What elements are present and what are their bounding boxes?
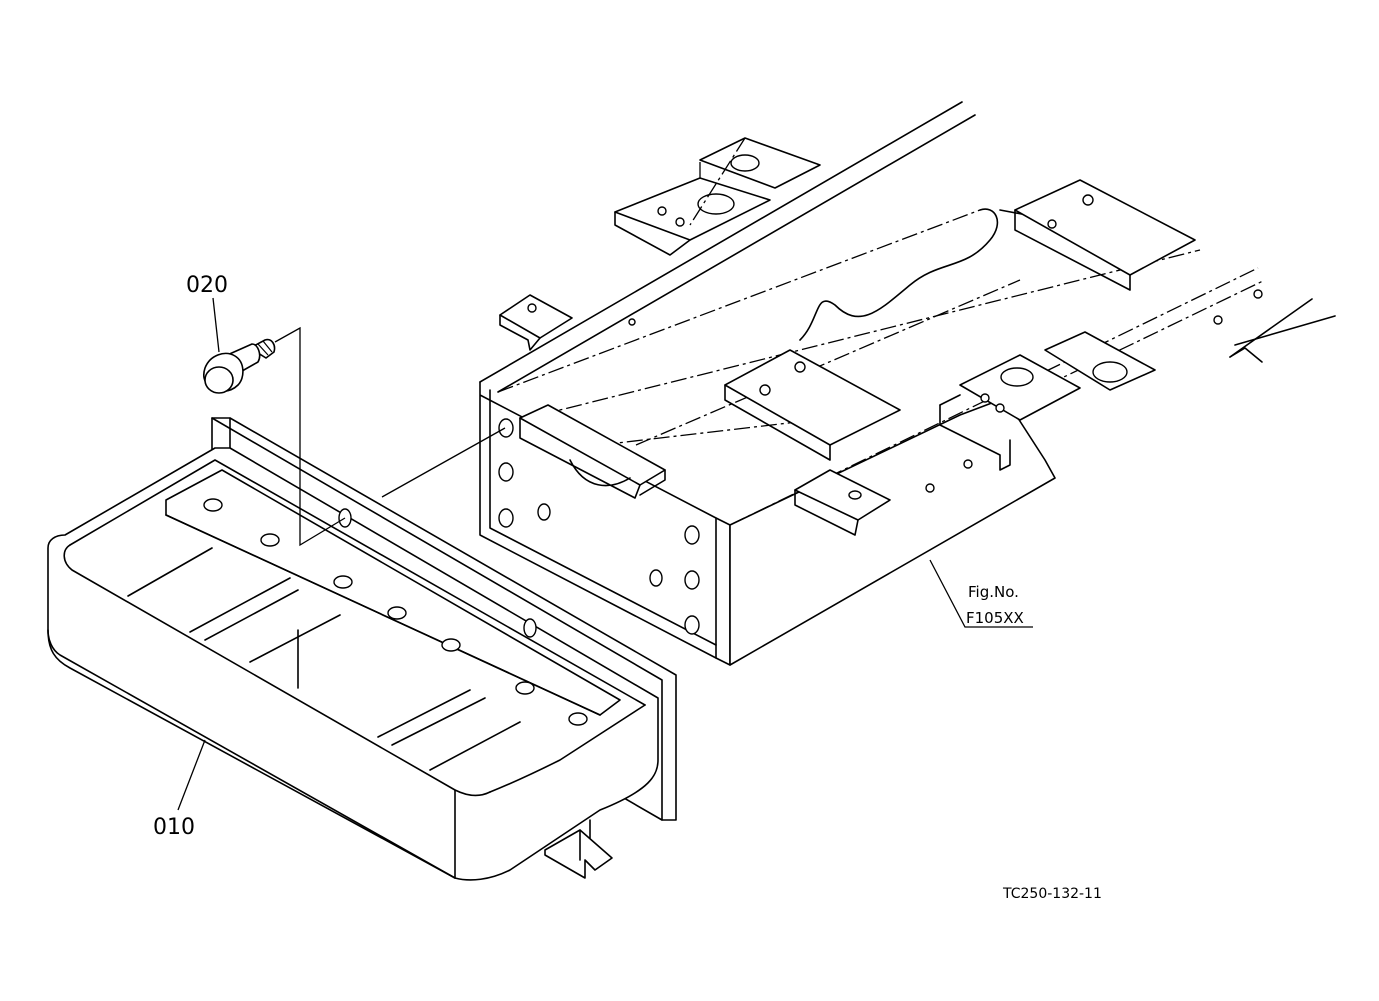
front-angle-bracket bbox=[519, 404, 666, 499]
lower-side-tab bbox=[794, 469, 891, 536]
frame-front-holes bbox=[498, 418, 700, 635]
part-020-bolt bbox=[202, 338, 276, 394]
fig-ref-label: Fig.No. bbox=[968, 583, 1019, 601]
callout-020: 020 bbox=[186, 273, 228, 298]
tray-plate-holes bbox=[203, 498, 588, 726]
part-010-tray bbox=[47, 417, 677, 881]
fig-ref-number: F105XX bbox=[966, 609, 1024, 627]
leader-fig-ref bbox=[929, 559, 1033, 628]
assembly-lines bbox=[177, 297, 1033, 811]
callout-010: 010 bbox=[153, 815, 195, 840]
drawing-code: TC250-132-11 bbox=[1002, 886, 1102, 902]
right-rear-bracket bbox=[1014, 179, 1196, 291]
right-side-mount bbox=[925, 289, 1263, 493]
rear-top-bracket bbox=[614, 137, 821, 256]
left-rear-tab bbox=[499, 294, 636, 351]
middle-top-bracket bbox=[724, 349, 901, 461]
leader-020 bbox=[212, 297, 220, 353]
main-frame bbox=[479, 101, 1336, 666]
leader-010 bbox=[177, 739, 206, 811]
